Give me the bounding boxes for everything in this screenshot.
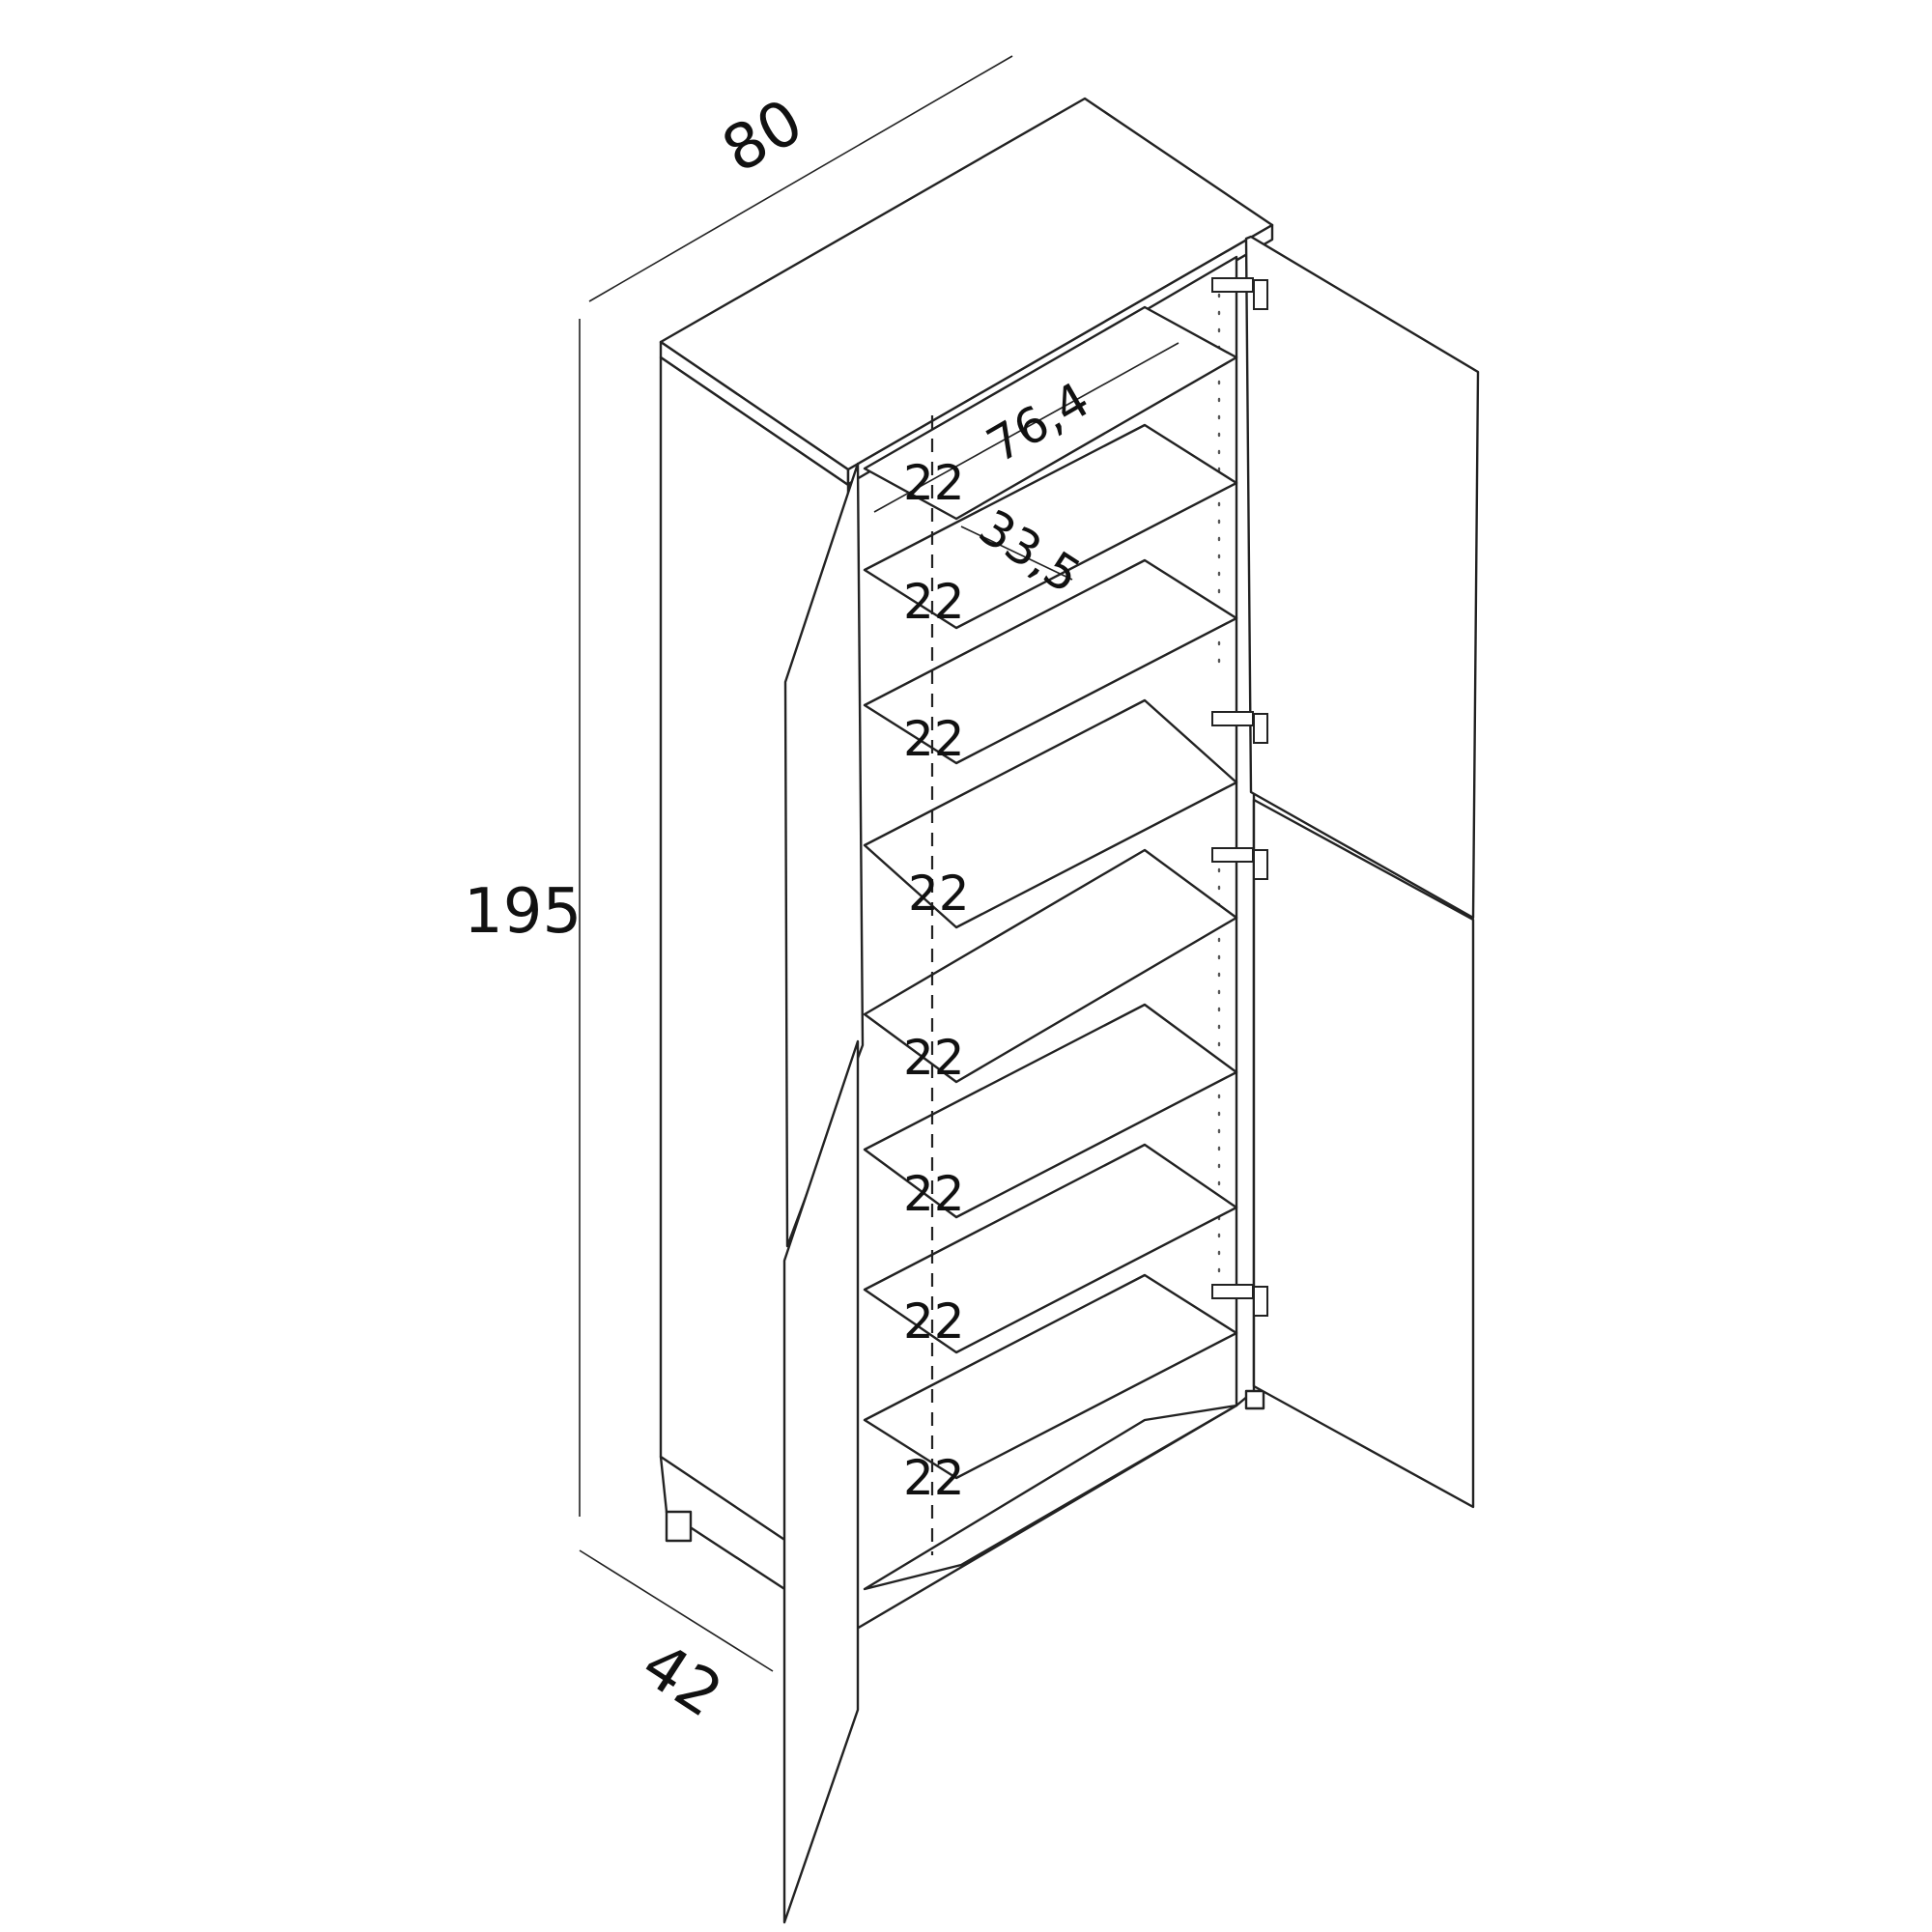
shelf-middle	[863, 848, 1238, 1084]
height-label: 195	[464, 876, 582, 948]
depth-label: 42	[629, 1629, 734, 1731]
shelf-7	[863, 1273, 1238, 1480]
shelf-2	[863, 423, 1238, 630]
shelf-height-label: 22	[903, 1450, 965, 1506]
dimension-lines	[579, 55, 1013, 1672]
inner-dimension-lines	[873, 342, 1179, 581]
shelf-height-label: 22	[908, 866, 970, 922]
shelf-height-label: 22	[903, 711, 965, 767]
shelf-height-label: 22	[903, 455, 965, 511]
right-doors	[1244, 235, 1480, 1509]
shelf-bottom	[863, 1404, 1238, 1591]
shelf-height-label: 22	[903, 574, 965, 630]
shelf-5	[863, 1003, 1238, 1219]
hinge-icon	[1211, 1284, 1268, 1317]
left-door-lower	[782, 1039, 860, 1924]
shelves	[863, 305, 1238, 1591]
hinge-icon	[1211, 711, 1268, 744]
shelf-height-label: 22	[903, 1166, 965, 1222]
shelf-height-label: 22	[903, 1030, 965, 1086]
hinge-icon	[1211, 847, 1268, 880]
hinges	[1211, 277, 1268, 1317]
shelf-4	[863, 698, 1238, 929]
right-door-upper	[1244, 235, 1480, 920]
shelf-height-labels: 22 22 22 22 22 22 22 22	[903, 455, 970, 1506]
shelf-3	[863, 558, 1238, 765]
width-label: 80	[711, 86, 815, 187]
shelf-height-label: 22	[903, 1293, 965, 1350]
left-door-upper	[783, 462, 865, 1248]
shelf-6	[863, 1143, 1238, 1354]
left-doors	[782, 462, 865, 1924]
hinge-icon	[1211, 277, 1268, 310]
right-door-lower	[1252, 798, 1475, 1509]
